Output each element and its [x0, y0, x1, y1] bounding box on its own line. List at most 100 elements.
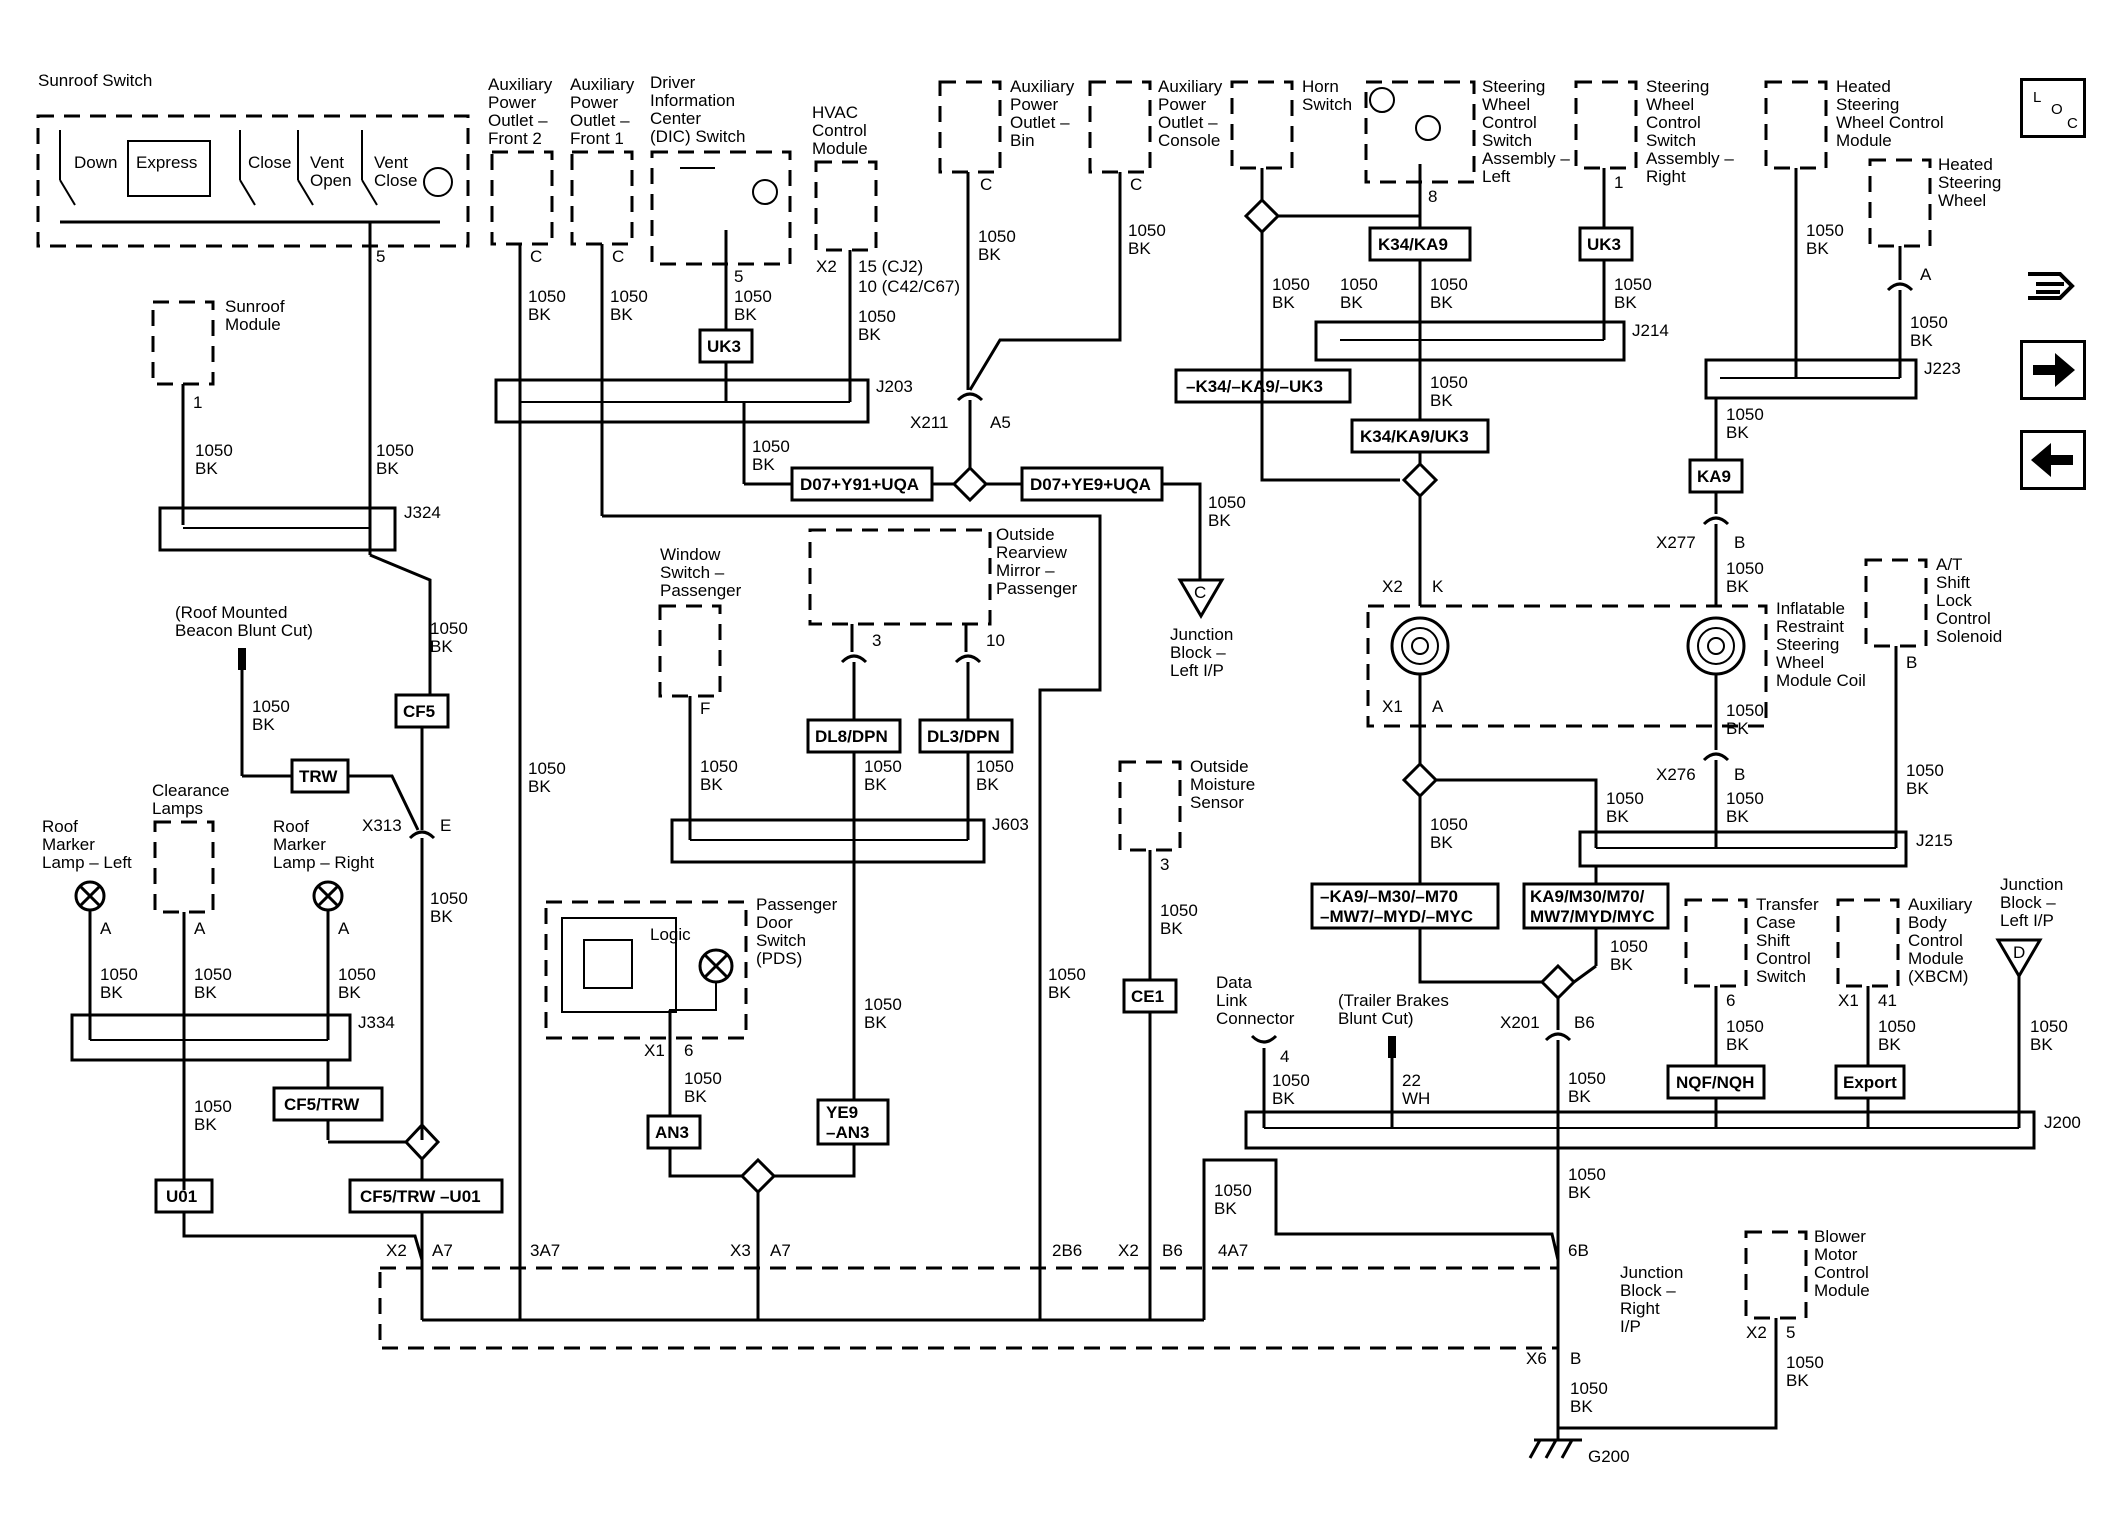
svg-text:Shift: Shift — [1936, 573, 1970, 592]
svg-text:1050: 1050 — [100, 965, 138, 984]
svg-text:X1: X1 — [1382, 697, 1403, 716]
svg-text:X6: X6 — [1526, 1349, 1547, 1368]
svg-text:Close: Close — [374, 171, 417, 190]
svg-text:1050: 1050 — [195, 441, 233, 460]
svg-text:X2: X2 — [1118, 1241, 1139, 1260]
svg-text:6: 6 — [1726, 991, 1735, 1010]
connector-symbol-icon[interactable] — [2020, 254, 2086, 320]
svg-text:10: 10 — [986, 631, 1005, 650]
sunroof-close-label: Close — [248, 153, 291, 172]
svg-text:Steering: Steering — [1776, 635, 1839, 654]
svg-text:5: 5 — [376, 247, 385, 266]
svg-text:BK: BK — [1910, 331, 1933, 350]
option-cf5-trw-u01 — [348, 1178, 504, 1214]
svg-text:Junction: Junction — [1620, 1263, 1683, 1282]
splice-j200 — [1244, 1110, 2036, 1150]
svg-text:DL3/DPN: DL3/DPN — [927, 727, 1000, 746]
sunroof-express-label: Express — [136, 153, 197, 172]
svg-text:Steering: Steering — [1482, 77, 1545, 96]
svg-text:X277: X277 — [1656, 533, 1696, 552]
svg-text:Junction: Junction — [1170, 625, 1233, 644]
svg-text:Outlet –: Outlet – — [1158, 113, 1218, 132]
svg-text:Outlet –: Outlet – — [570, 111, 630, 130]
svg-text:1050: 1050 — [1340, 275, 1378, 294]
svg-text:1050: 1050 — [1878, 1017, 1916, 1036]
svg-text:3A7: 3A7 — [530, 1241, 560, 1260]
svg-text:Heated: Heated — [1836, 77, 1891, 96]
svg-text:C: C — [530, 247, 542, 266]
svg-text:CE1: CE1 — [1131, 987, 1164, 1006]
svg-text:C: C — [612, 247, 624, 266]
prev-page-button[interactable] — [2020, 430, 2086, 490]
svg-text:BK: BK — [528, 305, 551, 324]
svg-text:Module: Module — [1908, 949, 1964, 968]
svg-text:(XBCM): (XBCM) — [1908, 967, 1968, 986]
ground-label: G200 — [1588, 1447, 1630, 1466]
svg-text:BK: BK — [1272, 1089, 1295, 1108]
svg-text:E: E — [440, 816, 451, 835]
svg-text:X2: X2 — [386, 1241, 407, 1260]
splice-j214 — [1314, 320, 1626, 362]
junction-block-d-symbol — [1995, 938, 2043, 979]
loc-button[interactable]: L O C — [2020, 78, 2086, 138]
svg-text:BK: BK — [734, 305, 757, 324]
svg-text:1050: 1050 — [1430, 373, 1468, 392]
option-dl3-dpn — [918, 718, 1014, 754]
svg-text:1050: 1050 — [1160, 901, 1198, 920]
svg-text:1050: 1050 — [1726, 1017, 1764, 1036]
svg-text:X201: X201 — [1500, 1013, 1540, 1032]
svg-text:J215: J215 — [1916, 831, 1953, 850]
svg-text:Export: Export — [1843, 1073, 1897, 1092]
svg-text:Power: Power — [570, 93, 619, 112]
svg-text:J603: J603 — [992, 815, 1029, 834]
svg-text:1050: 1050 — [976, 757, 1014, 776]
svg-text:Information: Information — [650, 91, 735, 110]
svg-text:Front 1: Front 1 — [570, 129, 624, 148]
splice-j203 — [494, 378, 870, 424]
svg-text:BK: BK — [1726, 1035, 1749, 1054]
svg-text:Control: Control — [1646, 113, 1701, 132]
svg-text:3: 3 — [1160, 855, 1169, 874]
svg-text:10 (C42/C67): 10 (C42/C67) — [858, 277, 960, 296]
svg-text:Motor: Motor — [1814, 1245, 1858, 1264]
svg-text:Auxiliary: Auxiliary — [1908, 895, 1973, 914]
svg-text:B: B — [1906, 653, 1917, 672]
next-page-button[interactable] — [2020, 340, 2086, 400]
svg-text:Transfer: Transfer — [1756, 895, 1819, 914]
svg-text:1: 1 — [1614, 173, 1623, 192]
svg-text:1050: 1050 — [338, 965, 376, 984]
svg-text:CF5: CF5 — [403, 702, 435, 721]
svg-text:Steering: Steering — [1646, 77, 1709, 96]
svg-text:Auxiliary: Auxiliary — [570, 75, 635, 94]
svg-text:1050: 1050 — [376, 441, 414, 460]
svg-text:HVAC: HVAC — [812, 103, 858, 122]
svg-text:Logic: Logic — [650, 925, 691, 944]
svg-text:B: B — [1734, 765, 1745, 784]
svg-text:Assembly –: Assembly – — [1646, 149, 1734, 168]
svg-text:F: F — [700, 699, 710, 718]
svg-text:X276: X276 — [1656, 765, 1696, 784]
svg-text:1050: 1050 — [978, 227, 1016, 246]
svg-text:Power: Power — [1010, 95, 1059, 114]
svg-text:TRW: TRW — [299, 767, 338, 786]
svg-text:BK: BK — [1606, 807, 1629, 826]
svg-text:BK: BK — [194, 983, 217, 1002]
svg-text:X3: X3 — [730, 1241, 751, 1260]
svg-text:X2: X2 — [1746, 1323, 1767, 1342]
sunroof-switch-label: Sunroof Switch — [38, 71, 152, 90]
svg-text:NQF/NQH: NQF/NQH — [1676, 1073, 1754, 1092]
svg-text:BK: BK — [1568, 1183, 1591, 1202]
option-an3 — [646, 1114, 702, 1150]
svg-text:Passenger: Passenger — [660, 581, 742, 600]
arrow-left-icon — [2031, 443, 2073, 477]
svg-text:Power: Power — [488, 93, 537, 112]
svg-text:Right: Right — [1620, 1299, 1660, 1318]
svg-text:U01: U01 — [166, 1187, 197, 1206]
svg-text:Passenger: Passenger — [996, 579, 1078, 598]
svg-text:C: C — [1130, 175, 1142, 194]
svg-text:Solenoid: Solenoid — [1936, 627, 2002, 646]
svg-text:Blunt Cut): Blunt Cut) — [1338, 1009, 1414, 1028]
svg-text:Assembly –: Assembly – — [1482, 149, 1570, 168]
svg-text:BK: BK — [864, 1013, 887, 1032]
